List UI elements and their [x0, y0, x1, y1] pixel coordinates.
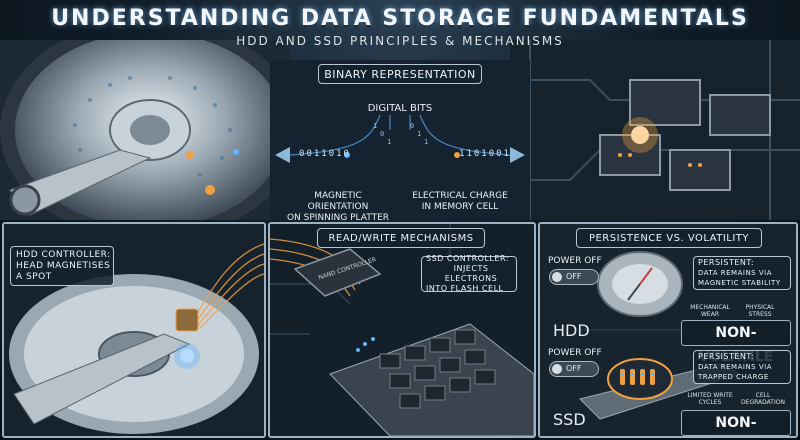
ssd-toggle-knob	[552, 364, 562, 374]
hdd-controller-callout: HDD CONTROLLER: HEAD MAGNETISES A SPOT	[10, 246, 114, 286]
svg-text:0: 0	[410, 122, 414, 130]
hdd-toggle-knob	[552, 272, 562, 282]
hdd-physical-stress-line2: STRESS	[748, 311, 772, 318]
persistence-text: PERSISTENCE VS. VOLATILITY	[588, 232, 750, 244]
svg-text:0: 0	[380, 130, 384, 138]
electrical-caption-line1: ELECTRICAL CHARGE	[412, 191, 508, 201]
digital-bits-label: DIGITAL BITS	[367, 103, 433, 114]
hdd-device-label: HDD	[553, 321, 590, 340]
ssd-cell-degradation-line1: CELL	[755, 392, 771, 399]
read-write-text: READ/WRITE MECHANISMS	[328, 232, 474, 244]
ssd-device-label: SSD	[553, 410, 586, 429]
ssd-limited-write-cycles: LIMITED WRITE CYCLES	[686, 392, 734, 406]
hdd-non-volatile-badge: NON-VOLATILE	[681, 320, 791, 365]
ssd-controller-line3: INTO FLASH CELL	[426, 284, 504, 293]
hdd-power-toggle[interactable]: OFF	[549, 269, 599, 285]
ssd-limited-write-line1: LIMITED WRITE	[687, 392, 733, 399]
ssd-persistent-line1: DATA REMAINS via	[698, 363, 772, 371]
svg-text:1: 1	[387, 138, 391, 146]
hdd-controller-line2: HEAD MAGNETISES	[16, 260, 111, 271]
ssd-non-volatile-badge: NON-VOLATILE	[681, 410, 791, 440]
ssd-controller-callout: SSD CONTROLLER: INJECTS ELECTRONS INTO F…	[421, 254, 517, 293]
hdd-controller-line3: A SPOT	[16, 271, 52, 282]
electrical-caption-line2: IN MEMORY CELL	[421, 202, 499, 212]
hdd-mechanical-wear-line1: MECHANICAL	[690, 304, 730, 311]
top-ssd-illustration	[510, 40, 800, 220]
binary-representation-label: BINARY REPRESENTATION	[318, 64, 482, 84]
read-write-panel: NAND CONTROLLER	[268, 222, 536, 438]
hdd-head-graphic	[4, 224, 264, 436]
hdd-physical-stress-line1: PHYSICAL	[745, 304, 775, 311]
magnetic-orientation-caption: MAGNETIC ORIENTATION ON SPINNING PLATTER	[283, 191, 393, 224]
hdd-physical-stress: PHYSICAL STRESS	[740, 304, 780, 318]
page-subtitle: HDD AND SSD PRINCIPLES & MECHANISMS	[236, 34, 564, 48]
hdd-persistent-heading: PERSISTENT:	[698, 258, 755, 267]
ssd-persistent-heading: PERSISTENT:	[698, 352, 755, 361]
electrical-charge-caption: ELECTRICAL CHARGE IN MEMORY CELL	[410, 191, 510, 213]
ssd-controller-line1: SSD CONTROLLER:	[426, 254, 509, 263]
ssd-cell-degradation: CELL DEGRADATION	[740, 392, 786, 406]
hdd-persistent-line1: DATA REMAINS via	[698, 269, 772, 277]
ssd-power-toggle[interactable]: OFF	[549, 361, 599, 377]
hdd-controller-line1: HDD CONTROLLER:	[16, 249, 111, 260]
svg-text:1: 1	[424, 138, 428, 146]
ssd-cell-degradation-line2: DEGRADATION	[741, 399, 785, 406]
hdd-power-off-label: POWER OFF	[548, 256, 602, 266]
hdd-toggle-text: OFF	[566, 272, 582, 281]
hdd-platter-graphic	[0, 40, 290, 220]
ssd-persistent-line2: TRAPPED CHARGE	[698, 373, 769, 381]
hdd-controller-panel	[2, 222, 266, 438]
read-write-label: READ/WRITE MECHANISMS	[317, 228, 485, 248]
left-bit-string: 0011010	[299, 149, 351, 159]
svg-text:1: 1	[373, 122, 377, 130]
svg-text:1: 1	[417, 130, 421, 138]
persistence-label: PERSISTENCE VS. VOLATILITY	[576, 228, 762, 248]
magnetic-caption-line2: ON SPINNING PLATTER	[286, 213, 390, 223]
ssd-board-graphic: NAND CONTROLLER	[270, 224, 534, 436]
hdd-mechanical-wear: MECHANICAL WEAR	[690, 304, 730, 318]
ssd-toggle-text: OFF	[566, 364, 582, 373]
ssd-limited-write-line2: CYCLES	[698, 399, 722, 406]
page-title: UNDERSTANDING DATA STORAGE FUNDAMENTALS	[51, 6, 749, 31]
ssd-circuit-graphic	[510, 40, 800, 220]
top-hdd-illustration	[0, 40, 290, 220]
hdd-mechanical-wear-line2: WEAR	[701, 311, 719, 318]
magnetic-caption-line1: MAGNETIC ORIENTATION	[307, 191, 369, 212]
ssd-persistent-callout: PERSISTENT: DATA REMAINS via TRAPPED CHA…	[693, 350, 791, 384]
ssd-power-off-label: POWER OFF	[548, 348, 602, 358]
binary-flow-graphic: 101 011	[270, 60, 530, 220]
right-bit-string: 1101001	[459, 149, 511, 159]
binary-representation-text: BINARY REPRESENTATION	[324, 67, 476, 81]
hdd-persistent-callout: PERSISTENT: DATA REMAINS via MAGNETIC ST…	[693, 256, 791, 290]
ssd-controller-line2: INJECTS ELECTRONS	[444, 264, 498, 283]
hdd-persistent-line2: MAGNETIC STABILITY	[698, 279, 781, 287]
